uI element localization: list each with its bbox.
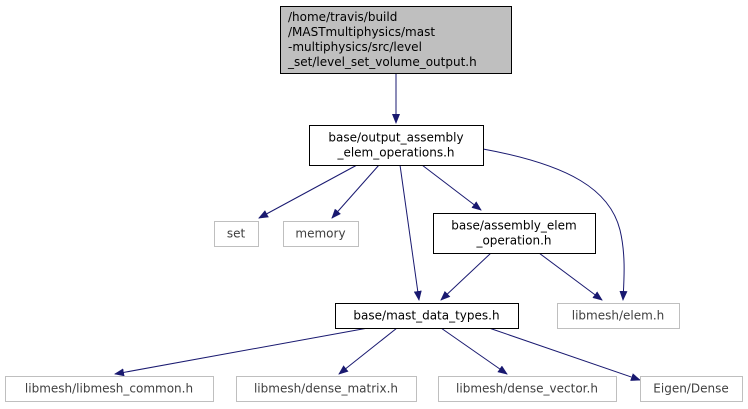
- node-box: [283, 221, 359, 247]
- edge-oaeo-to-aeo: [421, 164, 482, 211]
- edge-mdt-to-common: [114, 327, 369, 377]
- node-label-line: set: [227, 227, 246, 241]
- node-eigen[interactable]: Eigen/Dense: [640, 376, 743, 402]
- node-dmatrix[interactable]: libmesh/dense_matrix.h: [236, 376, 417, 402]
- node-label-line: base/mast_data_types.h: [353, 309, 499, 323]
- edge-oaeo-to-elem: [482, 148, 628, 301]
- node-label-line: libmesh/dense_matrix.h: [254, 382, 398, 396]
- node-box: [433, 213, 596, 254]
- node-mdt[interactable]: base/mast_data_types.h: [335, 303, 519, 329]
- node-label-line: _operation.h: [475, 234, 551, 248]
- node-label-line: base/assembly_elem: [451, 219, 576, 233]
- edge-aeo-to-mdt: [440, 252, 492, 301]
- edge-aeo-to-elem: [538, 252, 603, 301]
- node-label-line: _set/level_set_volume_output.h: [287, 55, 477, 69]
- node-box: [335, 303, 519, 329]
- node-aeo[interactable]: base/assembly_elem_operation.h: [433, 213, 596, 254]
- node-label-line: libmesh/elem.h: [572, 309, 664, 323]
- node-box: [5, 376, 214, 402]
- node-label-line: _elem_operations.h: [336, 146, 454, 160]
- node-label-line: libmesh/dense_vector.h: [456, 382, 598, 396]
- edge-oaeo-to-set: [258, 164, 358, 219]
- node-oaeo[interactable]: base/output_assembly_elem_operations.h: [309, 125, 484, 166]
- node-set[interactable]: set: [214, 221, 259, 247]
- edges-layer: [114, 73, 641, 381]
- node-label-line: /home/travis/build: [288, 10, 397, 24]
- edge-mdt-to-eigen: [488, 327, 641, 381]
- node-label-line: /MASTmultiphysics/mast: [288, 25, 435, 39]
- edge-mdt-to-dvector: [440, 327, 508, 375]
- edge-mdt-to-dmatrix: [338, 327, 398, 375]
- node-box: [309, 125, 484, 166]
- node-box: [557, 303, 680, 329]
- node-root[interactable]: /home/travis/build/MASTmultiphysics/mast…: [280, 6, 512, 74]
- node-label-line: libmesh/libmesh_common.h: [25, 382, 193, 396]
- node-box: [640, 376, 743, 402]
- nodes-layer: /home/travis/build/MASTmultiphysics/mast…: [5, 6, 743, 402]
- node-label-line: -multiphysics/src/level: [288, 40, 422, 54]
- node-box: [438, 376, 617, 402]
- node-elem[interactable]: libmesh/elem.h: [557, 303, 680, 329]
- node-label-line: Eigen/Dense: [653, 382, 728, 396]
- node-common[interactable]: libmesh/libmesh_common.h: [5, 376, 214, 402]
- node-memory[interactable]: memory: [283, 221, 359, 247]
- edge-oaeo-to-mdt: [399, 164, 422, 301]
- node-box: [214, 221, 259, 247]
- node-dvector[interactable]: libmesh/dense_vector.h: [438, 376, 617, 402]
- edge-oaeo-to-memory: [331, 164, 380, 219]
- node-label-line: base/output_assembly: [328, 131, 463, 145]
- node-box: [236, 376, 417, 402]
- node-label-line: memory: [295, 227, 345, 241]
- node-box: [280, 6, 512, 74]
